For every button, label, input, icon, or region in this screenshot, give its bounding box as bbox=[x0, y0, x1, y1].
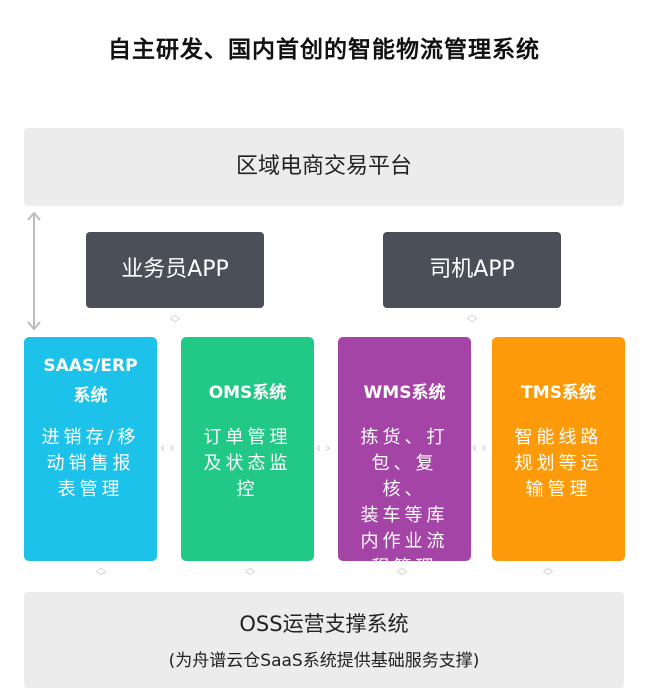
system-name: SAAS/ERP 系统 bbox=[43, 356, 138, 406]
system-name: WMS系统 bbox=[363, 383, 446, 403]
salesman-app-box: 业务员APP bbox=[86, 232, 264, 308]
updown-arrow-icon: ︿﹀ bbox=[170, 310, 180, 330]
updown-arrow-icon: ︿﹀ bbox=[245, 563, 255, 583]
leftright-arrow-icon: ‹ › bbox=[160, 441, 175, 456]
system-description: 订单管理 及状态监 控 bbox=[203, 427, 292, 500]
ecommerce-platform-band: 区域电商交易平台 bbox=[24, 128, 624, 206]
system-name: TMS系统 bbox=[521, 383, 596, 403]
updown-arrow-icon: ︿﹀ bbox=[543, 563, 553, 583]
system-description: 智能线路 规划等运 输管理 bbox=[514, 427, 603, 500]
tms-system-box: TMS系统 智能线路 规划等运 输管理 bbox=[492, 337, 625, 561]
system-name: OMS系统 bbox=[208, 383, 287, 403]
driver-app-box: 司机APP bbox=[383, 232, 561, 308]
system-description: 进销存/移 动销售报 表管理 bbox=[41, 427, 140, 500]
oss-title: OSS运营支撑系统 bbox=[239, 612, 409, 636]
leftright-arrow-icon: ‹ › bbox=[472, 441, 487, 456]
oms-system-box: OMS系统 订单管理 及状态监 控 bbox=[181, 337, 314, 561]
updown-arrow-icon: ︿﹀ bbox=[96, 563, 106, 583]
updown-arrow-icon: ︿﹀ bbox=[467, 310, 477, 330]
updown-arrow-icon: ︿﹀ bbox=[397, 563, 407, 583]
oss-subtitle: (为舟谱云仓SaaS系统提供基础服务支撑) bbox=[168, 651, 480, 671]
leftright-arrow-icon: ‹ › bbox=[316, 441, 331, 456]
saas-erp-system-box: SAAS/ERP 系统 进销存/移 动销售报 表管理 bbox=[24, 337, 157, 561]
oss-support-band: OSS运营支撑系统 (为舟谱云仓SaaS系统提供基础服务支撑) bbox=[24, 592, 624, 688]
vertical-double-arrow-icon bbox=[26, 210, 42, 332]
system-description: 拣货、打 包、复核、 装车等库 内作业流 程管理 bbox=[360, 427, 449, 578]
wms-system-box: WMS系统 拣货、打 包、复核、 装车等库 内作业流 程管理 bbox=[338, 337, 471, 578]
diagram-title: 自主研发、国内首创的智能物流管理系统 bbox=[108, 37, 540, 63]
